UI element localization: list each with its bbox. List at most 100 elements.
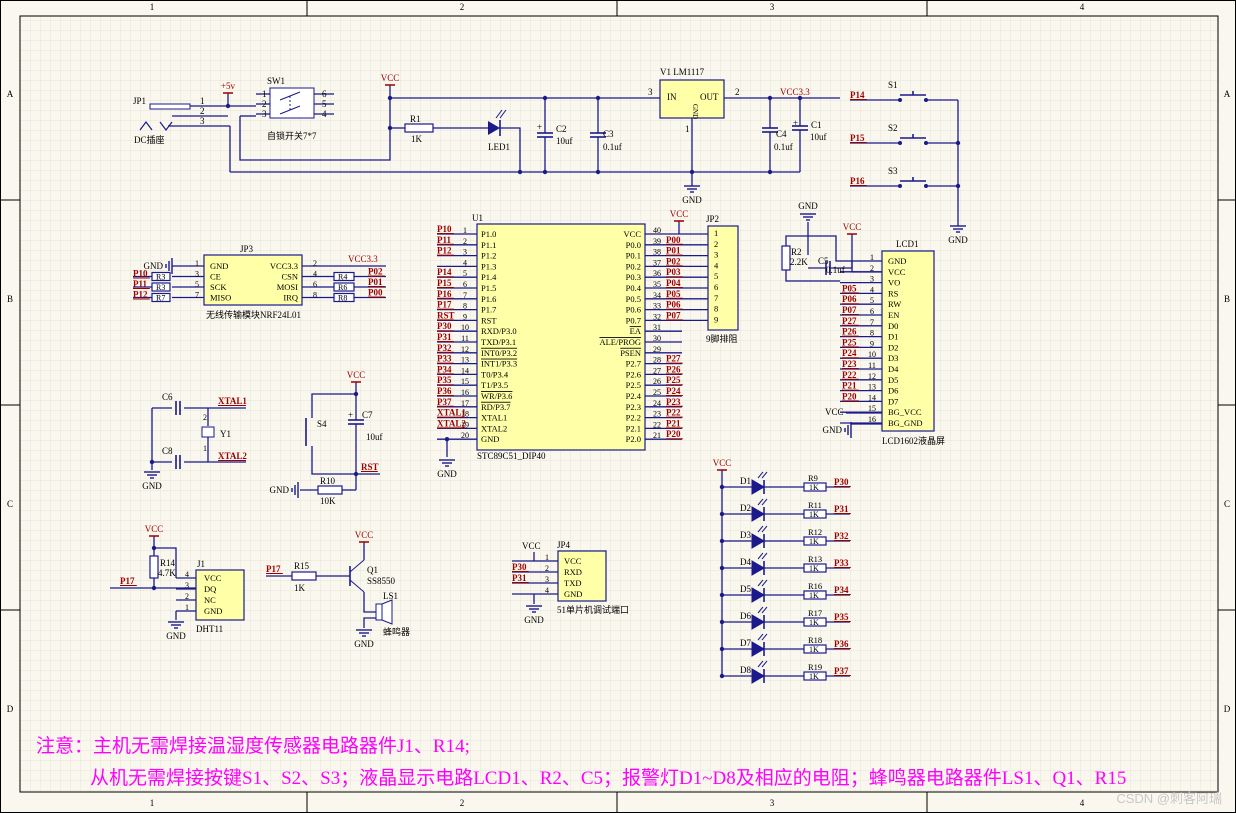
header-jp4: [557, 550, 607, 602]
resistor-r9: [803, 482, 827, 492]
net-label: XTAL1: [437, 408, 466, 418]
label: 1: [203, 444, 207, 453]
lcd-pin-number: 8: [870, 329, 874, 338]
wire: [311, 382, 357, 418]
wire: [785, 222, 809, 246]
lcd-lcd1: [881, 250, 935, 432]
net-label: P14: [437, 267, 452, 277]
led-d4: [751, 560, 765, 576]
jp2-pin: 6: [714, 282, 718, 292]
buzzer-ls1: [375, 603, 383, 621]
border-col-label: 4: [1080, 2, 1085, 12]
net-label: P26: [842, 327, 857, 337]
mcu-pin-number: 38: [653, 248, 661, 257]
resistor-r19: [803, 671, 827, 681]
mcu-pin-number: 8: [463, 302, 467, 311]
mcu-pin-number: 13: [461, 356, 469, 365]
mcu-pin-label: P1.0: [481, 229, 496, 239]
net-label: P25: [666, 375, 681, 385]
junction: [387, 95, 393, 101]
jp2-pin: 4: [714, 260, 719, 270]
resistor-r14: [149, 555, 159, 579]
lcd-pin-label: D3: [888, 353, 898, 363]
mcu-pin-number: 37: [653, 258, 661, 267]
ref-s4: S4: [317, 419, 327, 429]
mcu-pin-number: 33: [653, 302, 661, 311]
resistor-array-jp2: [707, 225, 739, 331]
ref-c7: C7: [362, 410, 373, 420]
r1-value: 1K: [411, 134, 423, 144]
junction: [151, 585, 157, 591]
label: +: [537, 122, 542, 132]
mcu-pin-label: P2.3: [626, 402, 641, 412]
led-d5: [751, 587, 765, 603]
net-label: P26: [666, 364, 681, 374]
power-label: VCC: [713, 458, 732, 468]
ls1-desc: 蜂鸣器: [383, 626, 410, 637]
border-row-label: D: [1224, 704, 1231, 714]
lcd-pin-label: D2: [888, 342, 898, 352]
nrf-pin-label: GND: [210, 261, 228, 271]
net-label: P16: [437, 289, 452, 299]
resistor-r17: [803, 617, 827, 627]
net-label: P24: [666, 386, 681, 396]
r14-value: 4.7K: [158, 568, 176, 578]
power-label: VCC: [843, 222, 862, 232]
jp4-pin-label: TXD: [564, 578, 581, 588]
ref-sw1: SW1: [267, 76, 285, 86]
ground-label: GND: [354, 639, 374, 649]
ref-s2: S2: [888, 123, 898, 133]
ref-d3: D3: [740, 530, 751, 540]
led-ray: [757, 579, 764, 587]
lcd-pin-label: D6: [888, 386, 898, 396]
dht-pin-number: 4: [185, 570, 189, 579]
crystal-y1: [201, 426, 215, 438]
led-ray: [761, 498, 768, 506]
mcu-pin-number: 2: [463, 237, 467, 246]
mcu-pin-label: P2.6: [626, 369, 641, 379]
led-ray: [757, 498, 764, 506]
border-col-label: 4: [1080, 798, 1085, 808]
label: +: [793, 118, 798, 128]
mcu-pin-number: 21: [653, 431, 661, 440]
led-ray: [761, 633, 768, 641]
led-ray: [495, 109, 503, 119]
mcu-pin-number: 11: [461, 334, 469, 343]
nrf-pin-number: 8: [313, 291, 317, 300]
mcu-pin-number: 6: [463, 280, 467, 289]
sensor-dht11: [195, 569, 245, 621]
lcd-pin-label: D1: [888, 332, 898, 342]
led-ray: [761, 660, 768, 668]
c1-value: 10uf: [810, 132, 827, 142]
border-row-label: C: [7, 499, 13, 509]
mcu-pin-label: P1.5: [481, 283, 496, 293]
label: 1: [685, 124, 690, 134]
junction: [149, 459, 155, 465]
mcu-pin-number: 4: [463, 258, 467, 267]
c4-value: 0.1uf: [774, 142, 793, 152]
junction: [719, 673, 725, 679]
net-label: P30: [512, 562, 527, 572]
junction: [689, 169, 695, 175]
label: 1: [262, 89, 267, 99]
dc-jack: [149, 103, 191, 110]
wire: [153, 536, 177, 578]
jp2-pin: 5: [714, 271, 718, 281]
border-row-label: A: [7, 89, 14, 99]
button-s3: [924, 184, 928, 188]
lcd-pin-label: RW: [888, 299, 901, 309]
resistor-r3: [151, 282, 171, 292]
dht-pin-label: DQ: [204, 584, 216, 594]
net-label: P35: [834, 612, 849, 622]
junction: [955, 140, 961, 146]
label: 2: [735, 87, 740, 97]
ground-label: GND: [823, 425, 843, 435]
ref-d2: D2: [740, 503, 751, 513]
power-label: VCC: [145, 524, 164, 534]
led-ray: [757, 552, 764, 560]
jp2-desc: 9脚排阻: [706, 333, 738, 344]
assembly-note-line-1: 注意：主机无需焊接温湿度传感器电路器件J1、R14;: [36, 736, 470, 757]
junction: [719, 538, 725, 544]
vcc33-label: VCC3.3: [780, 87, 810, 97]
